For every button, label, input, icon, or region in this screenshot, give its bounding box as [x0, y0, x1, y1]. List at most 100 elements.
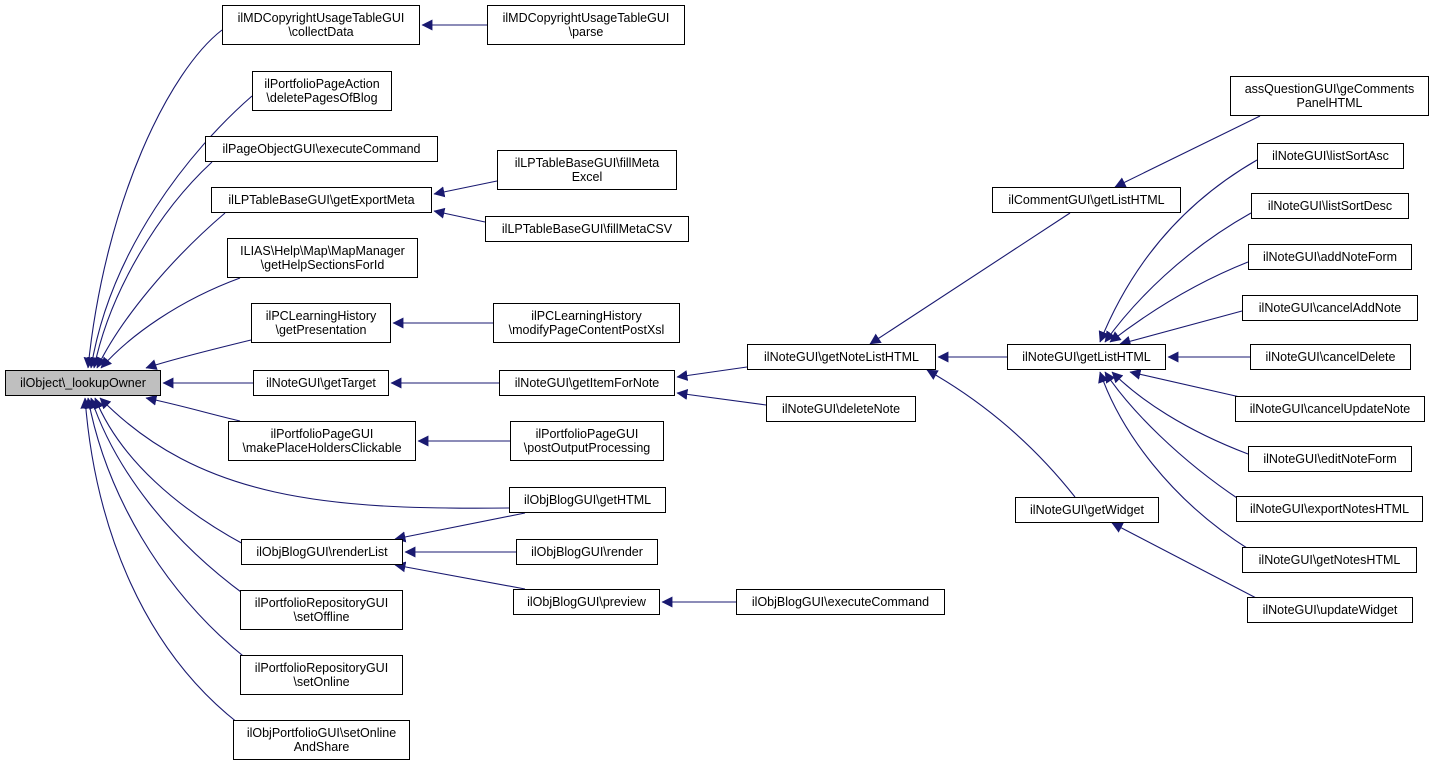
node-cancel-add[interactable]: ilNoteGUI\cancelAddNote	[1242, 295, 1418, 321]
node-repo-set-offline[interactable]: ilPortfolioRepositoryGUI \setOffline	[240, 590, 403, 630]
node-ass-question[interactable]: assQuestionGUI\geComments PanelHTML	[1230, 76, 1429, 116]
edge-copyright_collect-to-root	[83, 29, 223, 369]
node-copyright-collect[interactable]: ilMDCopyrightUsageTableGUI \collectData	[222, 5, 420, 45]
node-blog-render[interactable]: ilObjBlogGUI\render	[516, 539, 658, 565]
edge-ass_question-to-comment_list_html	[1114, 115, 1261, 188]
node-label: assQuestionGUI\geComments PanelHTML	[1244, 82, 1415, 110]
edge-lp_fill_csv-to-lp_export_meta	[433, 207, 486, 223]
edge-blog_render_list-to-root	[93, 397, 246, 546]
node-cancel-update[interactable]: ilNoteGUI\cancelUpdateNote	[1235, 396, 1425, 422]
node-copyright-parse[interactable]: ilMDCopyrightUsageTableGUI \parse	[487, 5, 685, 45]
node-blog-preview[interactable]: ilObjBlogGUI\preview	[513, 589, 660, 615]
node-label: ilNoteGUI\cancelAddNote	[1258, 301, 1402, 315]
node-label: ilLPTableBaseGUI\fillMeta Excel	[514, 156, 660, 184]
node-sort-asc[interactable]: ilNoteGUI\listSortAsc	[1257, 143, 1404, 169]
edge-cancel_update-to-note_get_list	[1129, 368, 1241, 398]
node-portfolio-page-post[interactable]: ilPortfolioPageGUI \postOutputProcessing	[510, 421, 664, 461]
edge-update_widget-to-note_widget	[1111, 522, 1261, 601]
node-label: ilNoteGUI\exportNotesHTML	[1249, 502, 1410, 516]
node-label: ilPageObjectGUI\executeCommand	[222, 142, 421, 156]
node-label: ilNoteGUI\getTarget	[266, 376, 376, 390]
edge-note_widget-to-note_list_html	[926, 369, 1076, 498]
node-label: ilPCLearningHistory \modifyPageContentPo…	[508, 309, 665, 337]
node-label: ILIAS\Help\Map\MapManager \getHelpSectio…	[240, 244, 405, 272]
edge-help_map-to-root	[100, 277, 241, 369]
node-blog-exec[interactable]: ilObjBlogGUI\executeCommand	[736, 589, 945, 615]
node-label: ilPortfolioPageAction \deletePagesOfBlog	[264, 77, 380, 105]
node-page-object-exec[interactable]: ilPageObjectGUI\executeCommand	[205, 136, 438, 162]
node-portfolio-online-share[interactable]: ilObjPortfolioGUI\setOnline AndShare	[233, 720, 410, 760]
node-add-note-form[interactable]: ilNoteGUI\addNoteForm	[1248, 244, 1412, 270]
node-label: ilObjBlogGUI\renderList	[256, 545, 388, 559]
edge-cancel_add-to-note_get_list	[1119, 310, 1243, 347]
node-repo-set-online[interactable]: ilPortfolioRepositoryGUI \setOnline	[240, 655, 403, 695]
node-label: ilObjBlogGUI\executeCommand	[751, 595, 930, 609]
node-note-get-target[interactable]: ilNoteGUI\getTarget	[253, 370, 389, 396]
edge-edit_note_form-to-note_get_list	[1111, 371, 1249, 455]
node-label: ilMDCopyrightUsageTableGUI \collectData	[237, 11, 405, 39]
node-label: ilObjBlogGUI\render	[531, 545, 643, 559]
node-label: ilCommentGUI\getListHTML	[1008, 193, 1165, 207]
node-lp-fill-csv[interactable]: ilLPTableBaseGUI\fillMetaCSV	[485, 216, 689, 242]
node-label: ilNoteGUI\addNoteForm	[1262, 250, 1398, 264]
node-label: ilNoteGUI\editNoteForm	[1263, 452, 1397, 466]
edge-comment_list_html-to-note_list_html	[869, 212, 1071, 345]
node-root[interactable]: ilObject\_lookupOwner	[5, 370, 161, 396]
node-label: ilPortfolioRepositoryGUI \setOnline	[254, 661, 389, 689]
node-blog-render-list[interactable]: ilObjBlogGUI\renderList	[241, 539, 403, 565]
node-portfolio-page-clickable[interactable]: ilPortfolioPageGUI \makePlaceHoldersClic…	[228, 421, 416, 461]
node-update-widget[interactable]: ilNoteGUI\updateWidget	[1247, 597, 1413, 623]
node-label: ilPortfolioPageGUI \postOutputProcessing	[523, 427, 651, 455]
edge-add_note_form-to-note_get_list	[1109, 261, 1249, 343]
node-label: ilObjBlogGUI\preview	[527, 595, 646, 609]
edge-portfolio_action-to-root	[87, 95, 253, 369]
node-note-widget[interactable]: ilNoteGUI\getWidget	[1015, 497, 1159, 523]
node-sort-desc[interactable]: ilNoteGUI\listSortDesc	[1251, 193, 1409, 219]
edge-lp_export_meta-to-root	[96, 212, 226, 369]
node-label: ilPCLearningHistory \getPresentation	[265, 309, 377, 337]
edge-pc_learning_pres-to-root	[145, 339, 252, 370]
edge-portfolio_page_clickable-to-root	[145, 394, 241, 422]
node-lp-export-meta[interactable]: ilLPTableBaseGUI\getExportMeta	[211, 187, 432, 213]
node-blog-get-html[interactable]: ilObjBlogGUI\getHTML	[509, 487, 666, 513]
node-pc-learning-pres[interactable]: ilPCLearningHistory \getPresentation	[251, 303, 391, 343]
node-label: ilNoteGUI\cancelDelete	[1265, 350, 1396, 364]
node-label: ilPortfolioPageGUI \makePlaceHoldersClic…	[242, 427, 402, 455]
node-label: ilNoteGUI\getNotesHTML	[1258, 553, 1401, 567]
edge-portfolio_online_share-to-root	[80, 397, 239, 724]
edge-page_object_exec-to-root	[90, 161, 213, 369]
node-note-delete[interactable]: ilNoteGUI\deleteNote	[766, 396, 916, 422]
node-label: ilObjPortfolioGUI\setOnline AndShare	[246, 726, 397, 754]
node-lp-fill-excel[interactable]: ilLPTableBaseGUI\fillMeta Excel	[497, 150, 677, 190]
node-label: ilNoteGUI\getWidget	[1030, 503, 1144, 517]
node-label: ilNoteGUI\deleteNote	[781, 402, 901, 416]
edge-note_delete-to-note_get_item	[676, 388, 767, 406]
edge-sort_asc-to-note_get_list	[1098, 159, 1258, 343]
edge-export_notes-to-note_get_list	[1104, 371, 1241, 501]
edge-lp_fill_excel-to-lp_export_meta	[433, 180, 498, 198]
node-get-notes-html[interactable]: ilNoteGUI\getNotesHTML	[1242, 547, 1417, 573]
node-label: ilMDCopyrightUsageTableGUI \parse	[502, 11, 670, 39]
node-note-list-html[interactable]: ilNoteGUI\getNoteListHTML	[747, 344, 936, 370]
node-label: ilNoteGUI\updateWidget	[1262, 603, 1398, 617]
edge-blog_get_html-to-blog_render_list	[394, 512, 526, 543]
node-label: ilNoteGUI\listSortAsc	[1272, 149, 1389, 163]
node-edit-note-form[interactable]: ilNoteGUI\editNoteForm	[1248, 446, 1412, 472]
node-comment-list-html[interactable]: ilCommentGUI\getListHTML	[992, 187, 1181, 213]
node-export-notes[interactable]: ilNoteGUI\exportNotesHTML	[1236, 496, 1423, 522]
edge-repo_set_online-to-root	[84, 397, 249, 661]
node-label: ilObject\_lookupOwner	[20, 376, 146, 390]
node-cancel-delete[interactable]: ilNoteGUI\cancelDelete	[1250, 344, 1411, 370]
node-pc-learning-modify[interactable]: ilPCLearningHistory \modifyPageContentPo…	[493, 303, 680, 343]
edge-blog_get_html-to-root	[99, 397, 510, 509]
node-label: ilPortfolioRepositoryGUI \setOffline	[254, 596, 389, 624]
node-label: ilNoteGUI\getItemForNote	[514, 376, 660, 390]
node-portfolio-action[interactable]: ilPortfolioPageAction \deletePagesOfBlog	[252, 71, 392, 111]
node-label: ilNoteGUI\getListHTML	[1022, 350, 1151, 364]
node-note-get-item[interactable]: ilNoteGUI\getItemForNote	[499, 370, 675, 396]
node-help-map[interactable]: ILIAS\Help\Map\MapManager \getHelpSectio…	[227, 238, 418, 278]
node-note-get-list[interactable]: ilNoteGUI\getListHTML	[1007, 344, 1166, 370]
edge-layer	[80, 19, 1261, 724]
edge-sort_desc-to-note_get_list	[1104, 212, 1252, 343]
edge-note_list_html-to-note_get_item	[676, 366, 748, 381]
